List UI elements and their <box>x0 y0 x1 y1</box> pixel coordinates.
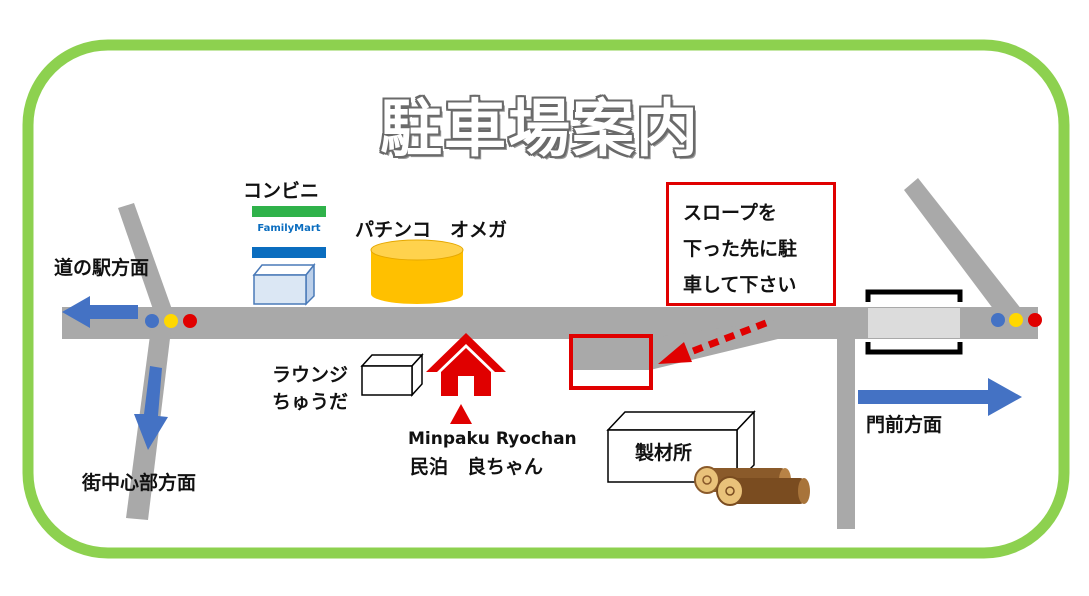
upper-right-road <box>904 178 1022 318</box>
map-frame <box>22 39 1070 559</box>
parking-spot-marker[interactable] <box>569 334 653 390</box>
bridge-rail-top <box>865 289 963 302</box>
parking-notice-box: スロープを 下った先に駐 車して下さい <box>666 182 836 306</box>
parking-dotted-arrow-line <box>686 319 768 357</box>
label-minpaku-jp: 民泊 良ちゃん <box>410 456 544 478</box>
label-michinoeki-direction: 道の駅方面 <box>54 257 150 279</box>
label-lumber-mill: 製材所 <box>635 442 693 464</box>
traffic-light-left <box>145 314 197 328</box>
label-monzen-direction: 門前方面 <box>866 414 943 436</box>
label-town-center-direction: 街中心部方面 <box>82 472 197 494</box>
traffic-light-right <box>991 313 1042 327</box>
lounge-building-icon <box>360 353 424 397</box>
convenience-store-icon <box>252 262 316 306</box>
lumber-mill-building-icon <box>606 410 756 484</box>
house-icon <box>426 333 506 396</box>
label-lounge-line-2: ちゅうだ <box>272 391 349 413</box>
page-title: 駐車場案内 <box>379 92 700 165</box>
bridge <box>865 289 963 355</box>
arrow-left-michinoeki <box>62 296 138 328</box>
parking-arrow-head-icon <box>658 342 692 364</box>
label-pachinko: パチンコ オメガ <box>355 219 508 241</box>
logs-icon <box>694 466 810 506</box>
south-road <box>837 330 855 529</box>
label-lounge-line-1: ラウンジ <box>272 364 349 386</box>
bridge-rail-bottom <box>865 342 963 355</box>
familymart-logo: FamilyMart <box>252 206 326 258</box>
familymart-logo-text: FamilyMart <box>257 223 321 234</box>
pachinko-building-icon <box>370 239 464 304</box>
upper-left-road <box>118 203 174 318</box>
notice-line-3: 車して下さい <box>683 274 797 296</box>
slope-road <box>570 320 782 370</box>
bridge-deck <box>868 308 960 338</box>
arrow-down-town-center <box>134 366 168 450</box>
label-minpaku-en: Minpaku Ryochan <box>408 429 577 449</box>
house-pointer-icon <box>450 404 472 424</box>
notice-line-2: 下った先に駐 <box>683 238 798 260</box>
notice-line-1: スロープを <box>683 202 777 224</box>
arrow-right-monzen <box>858 378 1022 416</box>
label-convenience-store: コンビニ <box>243 180 320 202</box>
